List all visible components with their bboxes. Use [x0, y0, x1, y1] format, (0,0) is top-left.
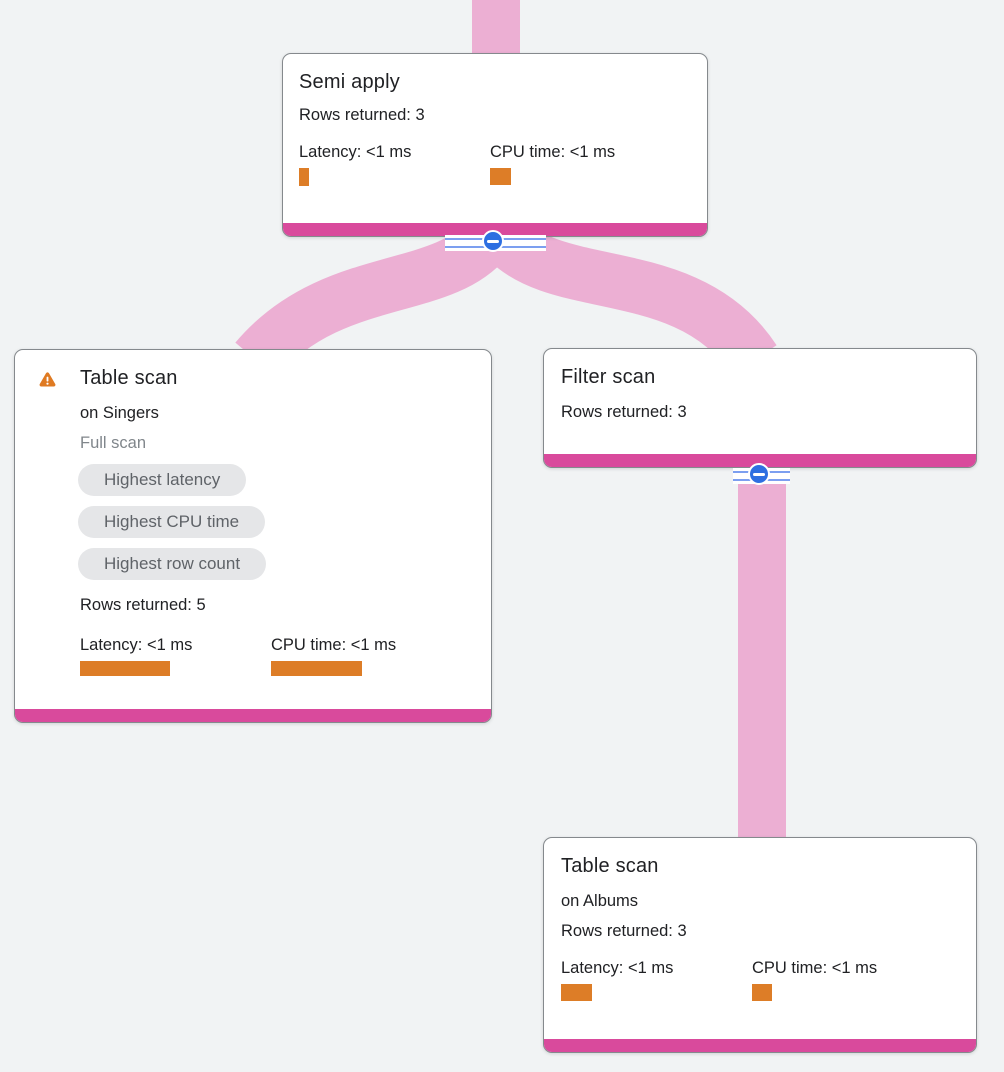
cpu-time-label: CPU time: <1 ms: [752, 959, 878, 977]
metrics-row: Latency: <1 ms CPU time: <1 ms: [561, 958, 962, 1001]
badge-highest-cpu-time: Highest CPU time: [78, 506, 266, 538]
metrics-row: Latency: <1 ms CPU time: <1 ms: [299, 142, 693, 186]
cpu-time-metric: CPU time: <1 ms: [271, 635, 462, 676]
node-accent-bar: [544, 1039, 976, 1052]
node-table-scan-singers[interactable]: Table scan on Singers Full scan Highest …: [14, 349, 492, 723]
edge-parent-to-semi-apply: [472, 0, 520, 56]
scan-target: on Singers: [80, 404, 159, 422]
node-accent-bar: [544, 454, 976, 467]
collapse-button-filter-scan[interactable]: [748, 463, 770, 485]
cpu-time-bar: [271, 661, 362, 676]
minus-icon: [487, 239, 499, 243]
latency-metric: Latency: <1 ms: [299, 142, 490, 186]
scan-target: on Albums: [561, 892, 639, 910]
badge-row: Highest CPU time: [78, 506, 477, 538]
node-table-scan-albums[interactable]: Table scan on Albums Rows returned: 3 La…: [543, 837, 977, 1053]
badge-row: Highest latency: [78, 464, 477, 496]
edge-semi-apply-to-table-scan-singers: [235, 221, 507, 379]
cpu-time-metric: CPU time: <1 ms: [752, 958, 943, 1001]
node-title: Semi apply: [299, 71, 400, 93]
node-header: Table scan: [36, 367, 477, 390]
cpu-time-metric: CPU time: <1 ms: [490, 142, 681, 186]
badge-highest-latency: Highest latency: [78, 464, 247, 496]
scan-type: Full scan: [80, 434, 147, 452]
latency-bar: [561, 984, 592, 1001]
minus-icon: [753, 472, 765, 476]
badge-highest-row-count: Highest row count: [78, 548, 267, 580]
latency-bar: [80, 661, 170, 676]
cpu-time-label: CPU time: <1 ms: [271, 636, 397, 654]
edge-filter-scan-to-table-scan-albums: [738, 472, 786, 840]
node-title: Table scan: [561, 855, 659, 877]
cpu-time-label: CPU time: <1 ms: [490, 143, 616, 161]
node-title: Table scan: [80, 367, 178, 389]
rows-returned: Rows returned: 5: [80, 596, 206, 614]
node-accent-bar: [283, 223, 707, 236]
node-title: Filter scan: [561, 366, 656, 388]
metrics-row: Latency: <1 ms CPU time: <1 ms: [80, 635, 477, 676]
collapse-button-semi-apply[interactable]: [482, 230, 504, 252]
latency-metric: Latency: <1 ms: [80, 635, 271, 676]
warning-icon: [39, 371, 56, 386]
rows-returned: Rows returned: 3: [299, 106, 425, 124]
badge-list: Highest latency Highest CPU time Highest…: [78, 464, 477, 580]
node-accent-bar: [15, 709, 491, 722]
node-semi-apply[interactable]: Semi apply Rows returned: 3 Latency: <1 …: [282, 53, 708, 237]
cpu-time-bar: [752, 984, 772, 1001]
badge-row: Highest row count: [78, 548, 477, 580]
cpu-time-bar: [490, 168, 511, 185]
latency-label: Latency: <1 ms: [299, 143, 412, 161]
rows-returned: Rows returned: 3: [561, 403, 687, 421]
edge-semi-apply-to-filter-scan: [487, 219, 777, 376]
latency-label: Latency: <1 ms: [80, 636, 193, 654]
rows-returned: Rows returned: 3: [561, 922, 687, 940]
latency-label: Latency: <1 ms: [561, 959, 674, 977]
node-filter-scan[interactable]: Filter scan Rows returned: 3: [543, 348, 977, 468]
latency-bar: [299, 168, 309, 186]
latency-metric: Latency: <1 ms: [561, 958, 752, 1001]
